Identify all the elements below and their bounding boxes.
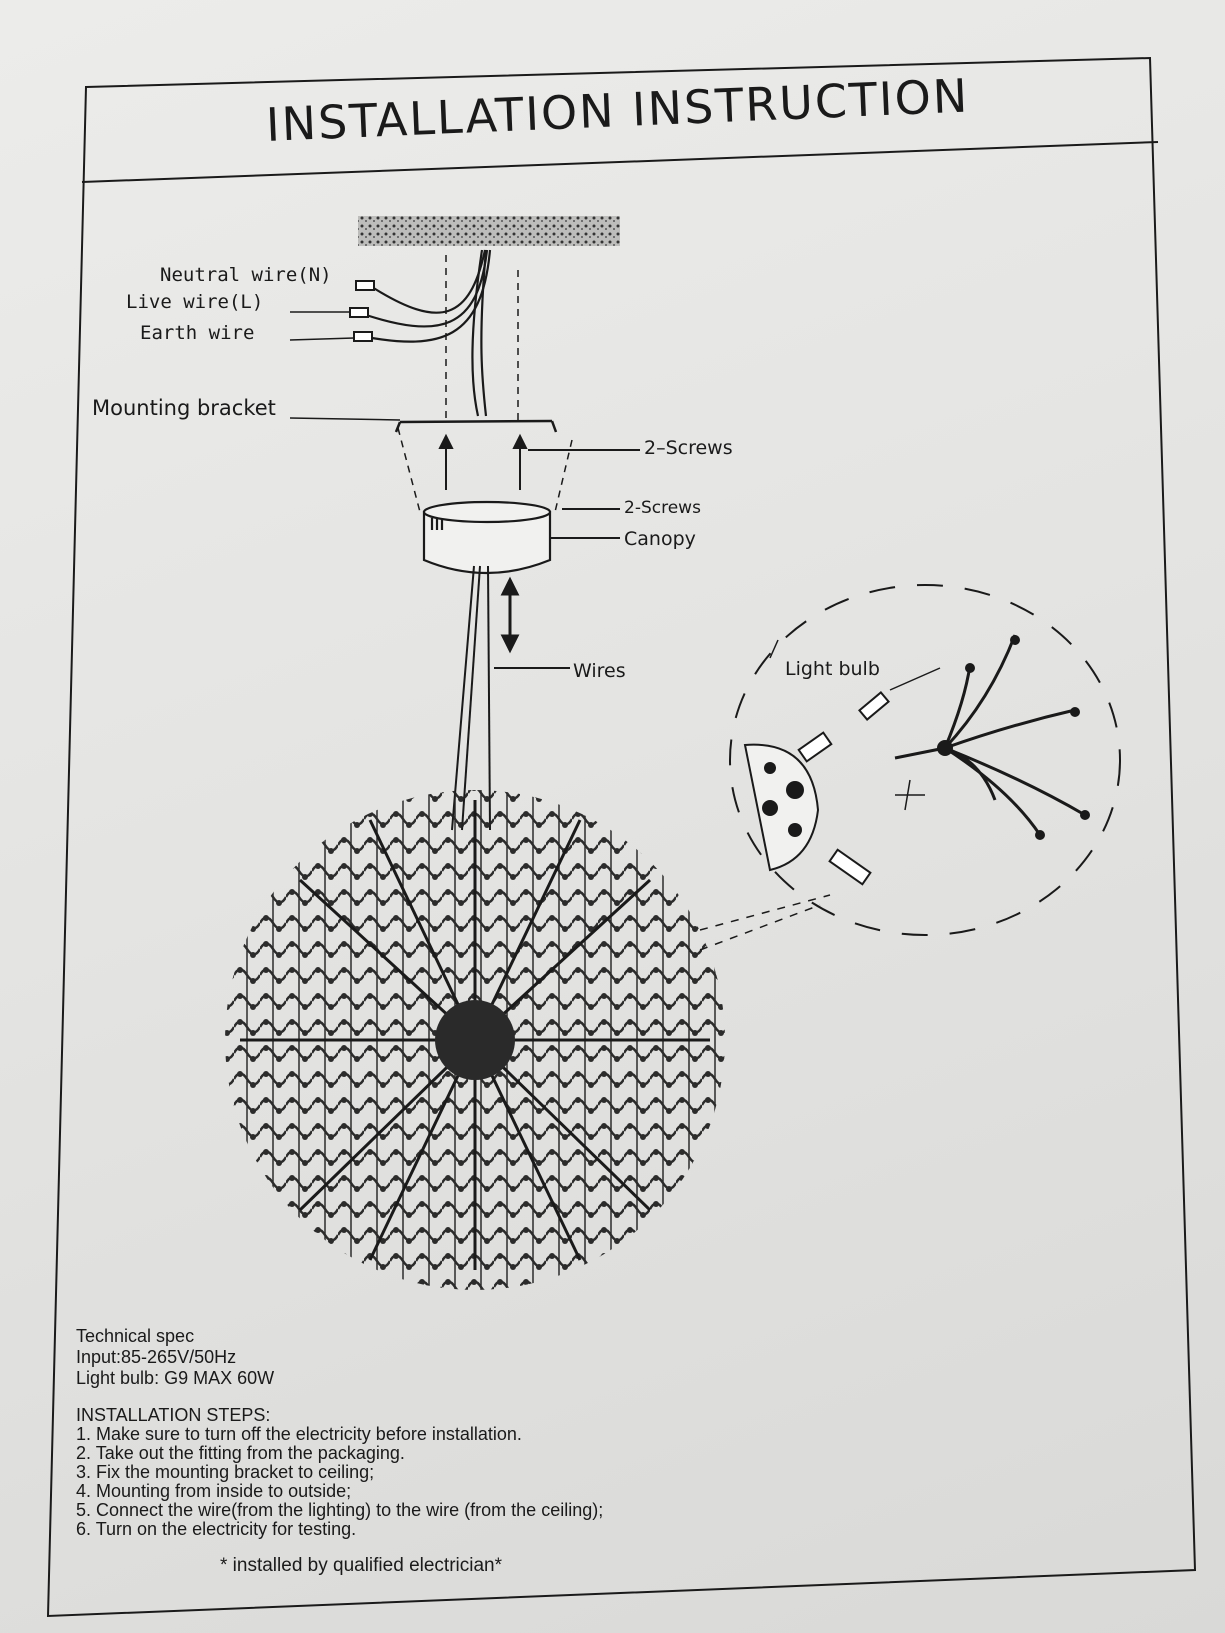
- step-item: 6. Turn on the electricity for testing.: [76, 1519, 357, 1539]
- tech-spec-bulb: Light bulb: G9 MAX 60W: [76, 1368, 275, 1388]
- electrician-note: * installed by qualified electrician*: [220, 1555, 502, 1576]
- screws-upper-label: 2–Screws: [644, 437, 733, 459]
- neutral-wire-label: Neutral wire(N): [160, 264, 332, 286]
- tech-spec-input: Input:85-265V/50Hz: [76, 1347, 237, 1367]
- screws-arrows: [438, 433, 640, 539]
- mounting-bracket: [394, 419, 558, 433]
- wire-leaders: [289, 311, 401, 421]
- live-wire-label: Live wire(L): [126, 291, 264, 313]
- earth-wire-label: Earth wire: [140, 322, 255, 344]
- wires-label: Wires: [573, 660, 626, 682]
- adjust-arrow: [500, 576, 520, 654]
- detail-view: [699, 584, 1121, 951]
- wire-connectors: [349, 280, 375, 342]
- canopy-shape: [422, 500, 552, 575]
- mounting-bracket-label: Mounting bracket: [92, 396, 276, 420]
- chandelier-illustration: [225, 790, 725, 1290]
- technical-spec: Technical spec Input:85-265V/50Hz Light …: [76, 1326, 274, 1389]
- step-item: 4. Mounting from inside to outside;: [76, 1481, 352, 1501]
- step-item: 5. Connect the wire(from the lighting) t…: [76, 1500, 604, 1520]
- light-bulb-label: Light bulb: [785, 658, 880, 680]
- hanging-wires: [451, 565, 570, 831]
- ceiling-illustration: [358, 216, 620, 246]
- step-item: 3. Fix the mounting bracket to ceiling;: [76, 1462, 375, 1482]
- guide-lines: [397, 255, 573, 513]
- steps-heading: INSTALLATION STEPS:: [76, 1405, 271, 1425]
- step-item: 2. Take out the fitting from the packagi…: [76, 1443, 405, 1463]
- tech-spec-heading: Technical spec: [76, 1326, 195, 1346]
- step-item: 1. Make sure to turn off the electricity…: [76, 1424, 522, 1444]
- ceiling-wires: [359, 249, 492, 417]
- screws-lower-label: 2-Screws: [624, 498, 701, 518]
- sheet-border: [46, 56, 1197, 1618]
- canopy-label: Canopy: [624, 528, 696, 550]
- installation-steps: INSTALLATION STEPS: 1. Make sure to turn…: [76, 1406, 603, 1539]
- title-divider: [81, 141, 1159, 183]
